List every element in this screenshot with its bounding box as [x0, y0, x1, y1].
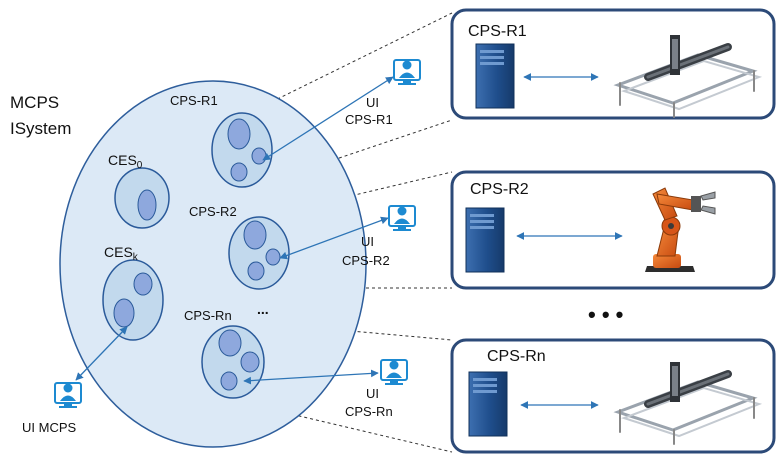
ui-r2-label2: CPS-R2 — [342, 253, 390, 268]
gantry-robot-icon — [613, 362, 763, 445]
panel-cps-r2-title: CPS-R2 — [470, 181, 529, 198]
robot-arm-icon — [645, 187, 716, 272]
ces-k-label: CESk — [104, 244, 139, 263]
cps-r2-cluster: CPS-R2 — [189, 204, 290, 290]
projection-line — [249, 321, 453, 341]
cps-r2-label: CPS-R2 — [189, 204, 237, 219]
ces-0: CES0 — [108, 152, 170, 229]
system-title-line2: ISystem — [10, 119, 71, 138]
ui-r1-label2: CPS-R1 — [345, 112, 393, 127]
user-monitor-icon — [54, 382, 82, 408]
cps-r1-cluster: CPS-R1 — [170, 93, 273, 188]
user-monitor-icon — [388, 205, 416, 231]
ellipsis-small: ... — [257, 301, 269, 317]
ellipsis-big: • • • — [588, 302, 623, 327]
arrow-cps-rn-ui — [243, 369, 379, 385]
ui-r2-label1: UI — [361, 234, 374, 249]
system-title-line1: MCPS — [10, 93, 59, 112]
panel-cps-r1: CPS-R1 — [450, 8, 776, 120]
panel-cps-rn-title: CPS-Rn — [487, 348, 546, 365]
ces-k: CESk — [102, 244, 164, 341]
ces-0-label: CES0 — [108, 152, 143, 171]
server-icon — [468, 371, 508, 437]
ui-rn-label2: CPS-Rn — [345, 404, 393, 419]
ui-r1-label1: UI — [366, 95, 379, 110]
ui-rn-label1: UI — [366, 386, 379, 401]
arrow-cps-r1-ui — [262, 76, 394, 161]
panel-cps-r2: CPS-R2 — [450, 170, 776, 290]
user-monitor-icon — [393, 59, 421, 85]
panel-cps-rn: CPS-Rn — [450, 338, 776, 454]
cps-rn-label: CPS-Rn — [184, 308, 232, 323]
server-icon — [465, 207, 505, 273]
panel-cps-r1-title: CPS-R1 — [468, 23, 527, 40]
ui-arrows — [75, 76, 394, 385]
gantry-robot-icon — [613, 35, 763, 118]
arrow-cps-r2-ui — [279, 216, 389, 260]
arrow-ces-k-ui-mcps — [75, 326, 128, 381]
mcps-system-ellipse — [59, 80, 367, 448]
user-monitor-icon — [380, 359, 408, 385]
ui-mcps-label: UI MCPS — [22, 420, 77, 435]
server-icon — [475, 43, 515, 109]
cps-r1-label: CPS-R1 — [170, 93, 218, 108]
